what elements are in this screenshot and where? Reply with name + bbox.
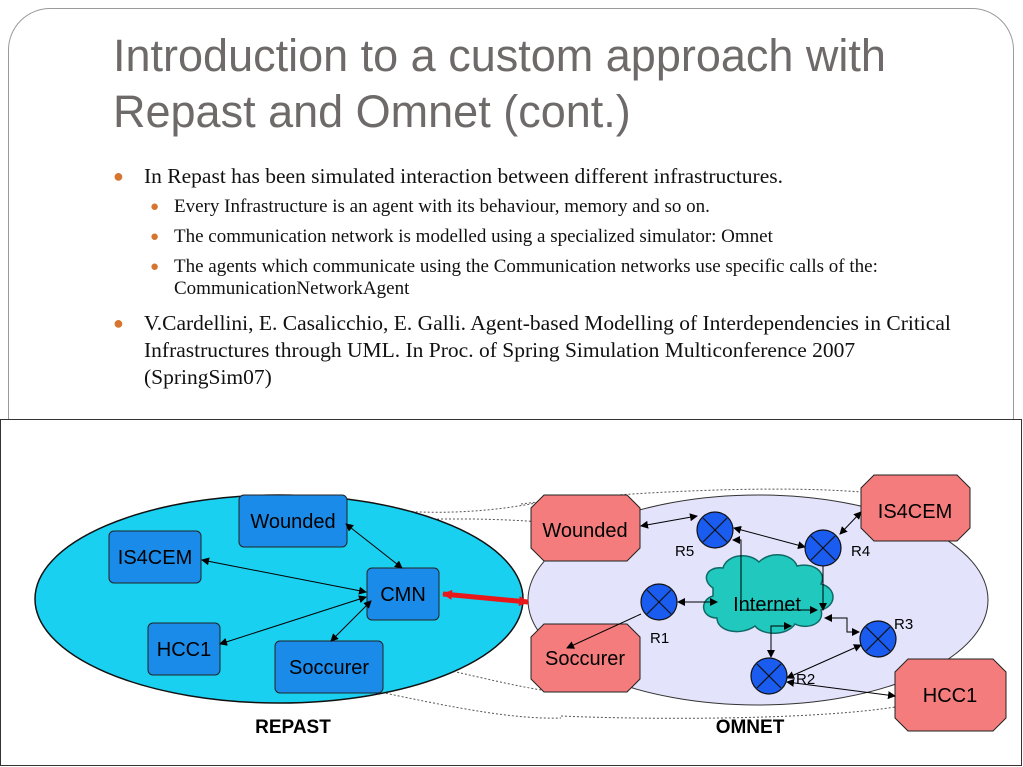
repast-node-is4cem-label: IS4CEM: [118, 547, 192, 569]
router-r1-label: R1: [650, 630, 669, 647]
slide-title: Introduction to a custom approach with R…: [113, 30, 886, 137]
repast-node-soccurer-label: Soccurer: [289, 657, 369, 679]
omnet-node-soccurer-label: Soccurer: [545, 648, 625, 670]
bullet-item: ● In Repast has been simulated interacti…: [113, 163, 983, 190]
router-r4-label: R4: [851, 543, 870, 560]
sub-bullet-text: The agents which communicate using the C…: [174, 256, 878, 299]
omnet-links: [566, 511, 896, 700]
omnet-node-hcc1: HCC1: [894, 658, 1007, 732]
omnet-node-is4cem-label: IS4CEM: [878, 501, 952, 523]
sub-bullet-item: ● The communication network is modelled …: [113, 226, 983, 248]
repast-node-hcc1: HCC1: [147, 622, 221, 676]
omnet-node-wounded-label: Wounded: [542, 520, 627, 542]
bullet-dot-icon: ●: [150, 259, 160, 275]
bullet-dot-icon: ●: [150, 199, 160, 215]
sub-bullet-text: The communication network is modelled us…: [174, 226, 773, 247]
bullet-list: ● In Repast has been simulated interacti…: [113, 163, 983, 397]
router-r2-label: R2: [796, 671, 815, 688]
router-r3-icon: [859, 620, 897, 658]
omnet-caption: OMNET: [716, 717, 785, 738]
omnet-node-soccurer: Soccurer: [530, 623, 641, 693]
router-r5-icon: [696, 511, 734, 549]
bullet-dot-icon: ●: [113, 166, 124, 186]
repast-caption: REPAST: [255, 717, 331, 738]
repast-node-is4cem: IS4CEM: [108, 530, 202, 584]
repast-node-soccurer: Soccurer: [274, 640, 384, 694]
sub-bullet-text: Every Infrastructure is an agent with it…: [174, 196, 710, 217]
repast-node-hcc1-label: HCC1: [157, 639, 211, 661]
repast-node-wounded-label: Wounded: [250, 511, 335, 533]
omnet-node-wounded: Wounded: [530, 494, 641, 562]
router-r1-icon: [640, 583, 678, 621]
repast-omnet-link-arrow: [442, 589, 529, 607]
router-r3-label: R3: [894, 616, 913, 633]
bullet-item: ● V.Cardellini, E. Casalicchio, E. Galli…: [113, 310, 983, 391]
repast-node-cmn: CMN: [366, 567, 440, 621]
bullet-text: In Repast has been simulated interaction…: [144, 164, 783, 188]
router-r2-icon: [750, 657, 788, 695]
router-r5-label: R5: [675, 543, 694, 560]
architecture-diagram: Internet Wounded IS4CEM CMN HCC1 Soccure…: [0, 419, 1022, 766]
bullet-dot-icon: ●: [113, 313, 124, 333]
repast-node-wounded: Wounded: [238, 494, 348, 548]
bullet-text: V.Cardellini, E. Casalicchio, E. Galli. …: [144, 311, 951, 389]
bullet-dot-icon: ●: [150, 229, 160, 245]
omnet-node-hcc1-label: HCC1: [923, 685, 977, 707]
router-r4-icon: [804, 529, 842, 567]
sub-bullet-item: ● Every Infrastructure is an agent with …: [113, 196, 983, 218]
internet-label: Internet: [733, 594, 801, 616]
sub-bullet-item: ● The agents which communicate using the…: [113, 256, 983, 300]
repast-node-cmn-label: CMN: [380, 584, 426, 606]
repast-links: [201, 523, 403, 646]
omnet-node-is4cem: IS4CEM: [860, 474, 971, 542]
